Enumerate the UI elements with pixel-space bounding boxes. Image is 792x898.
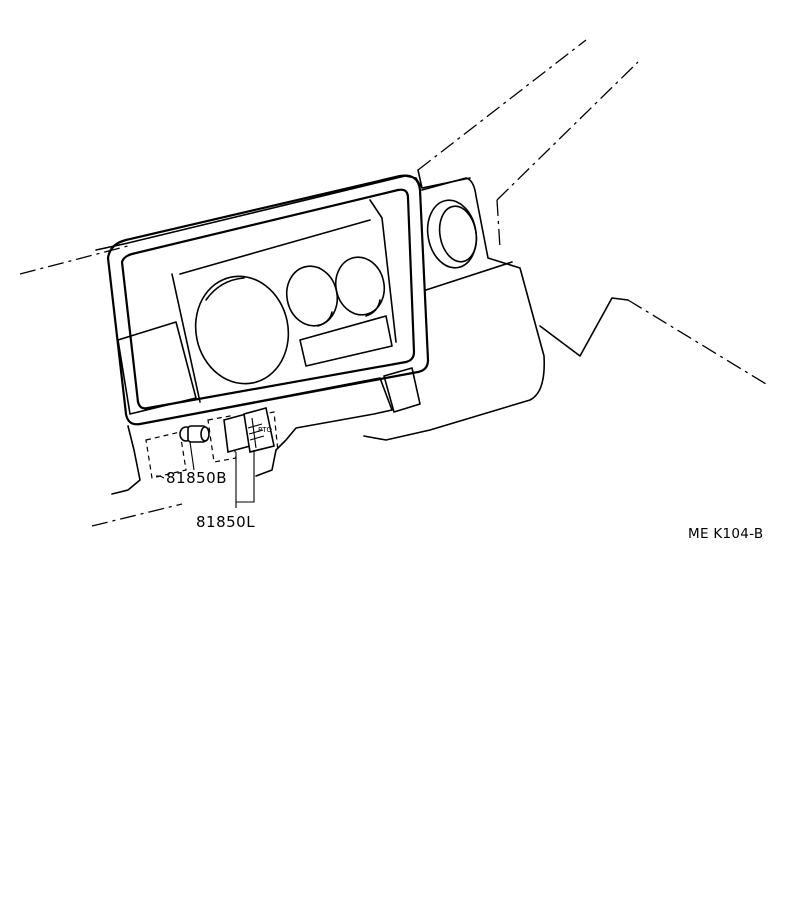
windshield-outline bbox=[19, 39, 767, 527]
small-gauge-left bbox=[285, 265, 339, 327]
knob-81850b bbox=[179, 425, 210, 443]
cluster-interior bbox=[117, 199, 421, 415]
speedometer-gauge bbox=[194, 275, 290, 385]
part-label-81850l: 81850L bbox=[196, 513, 256, 531]
pto-switch-81850l: PTO bbox=[223, 407, 275, 454]
cluster-hood bbox=[106, 174, 430, 426]
part-label-81850b: 81850B bbox=[166, 469, 228, 487]
side-binnacle bbox=[363, 177, 629, 441]
figure-code: ME K104-B bbox=[688, 526, 764, 542]
pto-marking: PTO bbox=[258, 426, 272, 434]
leader-lines bbox=[156, 441, 255, 508]
small-gauge-right bbox=[334, 256, 386, 317]
dashboard-top bbox=[95, 169, 471, 251]
lower-panel bbox=[111, 377, 393, 495]
